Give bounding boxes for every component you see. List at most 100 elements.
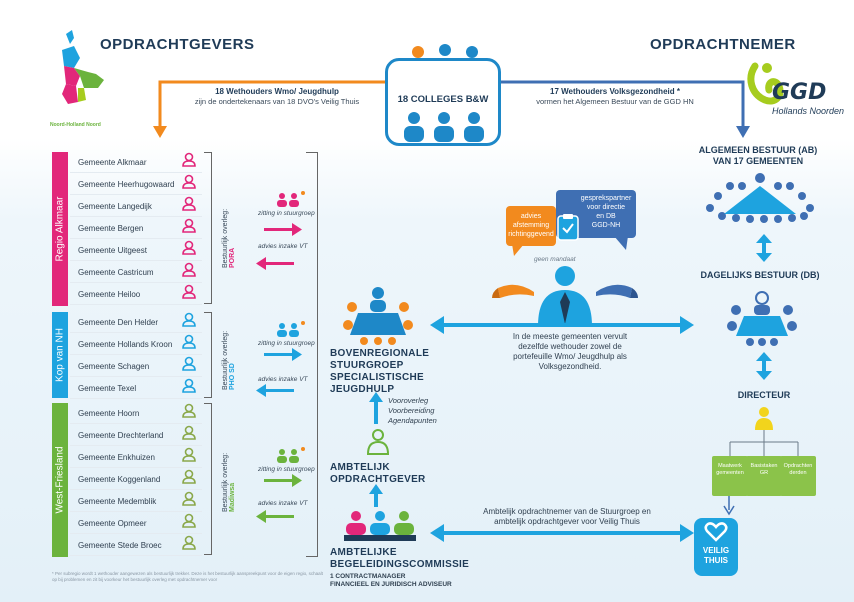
bubble-gesprekspartner-line: GGD-NH [591, 222, 621, 229]
db-meeting-icon [727, 291, 797, 346]
stuurgroep-line: JEUGDHULP [330, 384, 395, 395]
vooroverleg-line: Agendapunten [388, 416, 437, 425]
stuurgroep-line: SPECIALISTISCHE [330, 372, 424, 383]
middle-double-arrow [430, 316, 694, 334]
vooroverleg-line: Vooroverleg [388, 396, 429, 405]
ggd-subtitle: Hollands Noorden [772, 106, 845, 116]
region-bar-kop: Kop van NH [52, 312, 68, 398]
ambtelijk-opdrachtgever-label: AMBTELIJK OPDRACHTGEVER [330, 462, 426, 486]
dir-box-line: Opdrachten [783, 463, 813, 469]
header-opdrachtgevers: OPDRACHTGEVERS [100, 36, 255, 53]
municipality-row: Gemeente Heerhugowaard [70, 174, 202, 195]
middle-text-line: Volksgezondheid. [538, 362, 602, 371]
municipality-row: Gemeente Hoorn [70, 403, 202, 424]
region-arrows [256, 191, 305, 523]
municipality-row: Gemeente Den Helder [70, 312, 202, 333]
municipality-row: Gemeente Enkhuizen [70, 447, 202, 468]
ab-label: ALGEMEEN BESTUUR (AB) VAN 17 GEMEENTEN [688, 145, 828, 167]
bubble-gesprekspartner-line: en DB [596, 213, 616, 220]
municipality-row: Gemeente Heiloo [70, 284, 202, 305]
municipality-row: Gemeente Medemblik [70, 491, 202, 512]
stuurgroep-label: BOVENREGIONALE STUURGROEP SPECIALISTISCH… [330, 348, 429, 396]
municipality-row: Gemeente Castricum [70, 262, 202, 283]
region-label-alkmaar: Regio Alkmaar [54, 196, 66, 262]
top-note-left-sub: zijn de ondertekenaars van 18 DVO's Veil… [194, 97, 360, 106]
top-note-right-bold: 17 Wethouders Volksgezondheid * [550, 87, 680, 96]
colleges-people-bottom-icon [404, 112, 484, 142]
middle-text-line: In de meeste gemeenten vervult [512, 332, 628, 341]
bracket-all [306, 152, 318, 557]
ambtelijk-opdrachtgever-line: AMBTELIJK [330, 462, 390, 473]
begeleidingscommissie-sub-line: FINANCIEEL EN JURIDISCH ADVISEUR [330, 581, 452, 588]
bracket-alkmaar [204, 152, 212, 304]
ab-line: ALGEMEEN BESTUUR (AB) [698, 145, 818, 155]
clipboard-icon [557, 214, 579, 241]
municipality-row: Gemeente Schagen [70, 356, 202, 377]
vooroverleg-line: Voorbereiding [388, 406, 435, 415]
municipality-row: Gemeente Drechterland [70, 425, 202, 446]
header-opdrachtnemer: OPDRACHTNEMER [650, 36, 796, 53]
region-bar-alkmaar: Regio Alkmaar [52, 152, 68, 306]
begeleidingscommissie-icon [344, 511, 416, 541]
bottom-text-line: Ambtelijk opdrachtnemer van de Stuurgroe… [483, 507, 651, 516]
top-note-left-bold: 18 Wethouders Wmo/ Jeugdhulp [215, 87, 339, 96]
begeleidingscommissie-label: AMBTELIJKE BEGELEIDINGSCOMMISSIE [330, 547, 469, 571]
bubble-advies-tail [512, 244, 524, 256]
top-note-left: 18 Wethouders Wmo/ Jeugdhulp zijn de ond… [172, 87, 382, 107]
arrow-label-in-westfriesland: zitting in stuurgroep [258, 466, 315, 473]
db-label: DAGELIJKS BESTUUR (DB) [700, 270, 820, 280]
ambtelijk-opdrachtgever-icon [366, 429, 390, 455]
veilig-thuis-line: VEILIG [702, 546, 730, 555]
overleg-label: Bestuurlijk overleg: [222, 452, 229, 512]
dir-box-line: derden [789, 470, 807, 476]
municipality-row: Gemeente Texel [70, 378, 202, 399]
overleg-westfriesland: Bestuurlijk overleg: Madiwsa [222, 453, 236, 512]
dir-box-line: Maatwerk [718, 463, 742, 469]
db-directeur-arrow [756, 352, 772, 380]
stuurgroep-meeting-icon [343, 287, 413, 345]
bottom-text-line: ambtelijk opdrachtgever voor Veilig Thui… [494, 517, 640, 526]
bubble-advies-line: richtinggevend [508, 231, 554, 238]
directeur-label: DIRECTEUR [737, 390, 791, 400]
veilig-thuis-heart-icon [704, 522, 728, 542]
dir-box-line: GR [759, 470, 769, 476]
ab-assembly-icon [706, 173, 814, 223]
dir-box-opdrachten: Opdrachten derden [780, 456, 816, 496]
municipality-row: Gemeente Opmeer [70, 513, 202, 534]
bubble-gesprekspartner-line: voor directie [586, 204, 626, 211]
directeur-tree-lines [729, 430, 799, 456]
begeleidingscommissie-sub: 1 CONTRACTMANAGER FINANCIEEL EN JURIDISC… [330, 573, 452, 589]
maatwerk-to-vt-arrow [723, 496, 735, 516]
municipality-row: Gemeente Uitgeest [70, 240, 202, 261]
overleg-sub-kop: PHO SD [229, 363, 236, 390]
bracket-kop [204, 312, 212, 398]
dir-box-line: gemeenten [716, 470, 744, 476]
arrow-label-out-alkmaar: advies inzake VT [258, 243, 308, 250]
municipality-row: Gemeente Langedijk [70, 196, 202, 217]
bubble-gesprekspartner-line: gesprekspartner [580, 195, 632, 202]
colleges-label: 18 COLLEGES B&W [397, 94, 489, 105]
overleg-sub-westfriesland: Madiwsa [229, 482, 236, 512]
veilig-thuis-line: THUIS [704, 556, 728, 565]
bubble-advies-line: afstemming [512, 222, 550, 229]
overleg-label: Bestuurlijk overleg: [222, 208, 229, 268]
begeleidingscommissie-line: BEGELEIDINGSCOMMISSIE [330, 559, 470, 570]
dir-box-maatwerk: Maatwerk gemeenten [712, 456, 748, 496]
municipality-row: Gemeente Alkmaar [70, 152, 202, 173]
vertical-arrows-center [369, 392, 383, 507]
begeleidingscommissie-line: AMBTELIJKE [330, 547, 397, 558]
vooroverleg-text: Vooroverleg Voorbereiding Agendapunten [388, 396, 437, 426]
top-note-right-sub: vormen het Algemeen Bestuur van de GGD H… [536, 97, 694, 106]
map-caption: Noord-Holland Noord [50, 122, 101, 128]
arrow-label-out-kop: advies inzake VT [258, 376, 308, 383]
middle-text: In de meeste gemeenten vervult dezelfde … [490, 332, 650, 372]
ambtelijk-opdrachtgever-line: OPDRACHTGEVER [330, 474, 426, 485]
overleg-kop: Bestuurlijk overleg: PHO SD [222, 331, 236, 390]
top-note-right: 17 Wethouders Volksgezondheid * vormen h… [505, 87, 725, 107]
municipality-person-icons [182, 152, 196, 550]
middle-text-line: portefeuille Wmo/ Jeugdhulp als [513, 352, 627, 361]
ggd-name: GGD [772, 80, 827, 105]
begeleidingscommissie-sub-line: 1 CONTRACTMANAGER [330, 573, 406, 580]
stuurgroep-line: BOVENREGIONALE [330, 348, 430, 359]
